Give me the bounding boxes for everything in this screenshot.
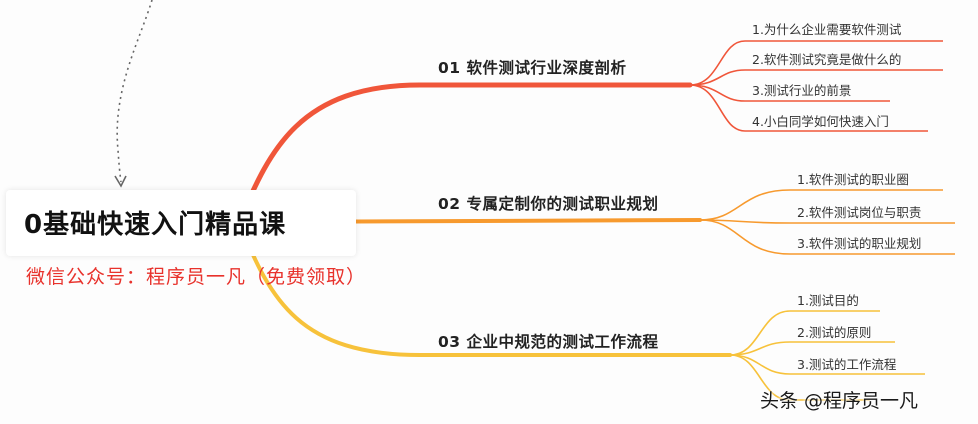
branch-2-leaf-2: 2.软件测试岗位与职责 <box>797 205 922 220</box>
branch-2-leaf-1: 1.软件测试的职业圈 <box>797 172 909 187</box>
branch-3-leaf-connectors <box>729 310 925 401</box>
branch-1-leaf-4: 4.小白同学如何快速入门 <box>752 114 889 129</box>
watermark: 头条 @程序员一凡 <box>760 390 919 412</box>
branch-3-leaf-1: 1.测试目的 <box>797 293 859 308</box>
branch-2-leaf-3: 3.软件测试的职业规划 <box>797 236 922 251</box>
branch-1-leaf-2: 2.软件测试究竟是做什么的 <box>752 52 902 67</box>
root-subtitle: 微信公众号：程序员一凡（免费领取） <box>26 266 367 288</box>
dotted-arrow-head-icon <box>114 175 127 188</box>
branch-3-leaf-2: 2.测试的原则 <box>797 325 872 340</box>
branch-2-leaf-connectors <box>699 189 955 255</box>
branch-2-label: 02 专属定制你的测试职业规划 <box>438 195 659 213</box>
branch-1-leaf-1: 1.为什么企业需要软件测试 <box>752 22 902 37</box>
branch-3-label: 03 企业中规范的测试工作流程 <box>438 333 659 351</box>
dotted-connector <box>116 0 153 183</box>
root-title: 0基础快速入门精品课 <box>24 210 287 240</box>
branch-3-leaf-3: 3.测试的工作流程 <box>797 357 897 372</box>
branch-1-leaf-3: 3.测试行业的前景 <box>752 83 852 98</box>
root-node <box>6 190 356 256</box>
branch-1-label: 01 软件测试行业深度剖析 <box>438 59 627 77</box>
branch-1-leaf-connectors <box>689 40 943 132</box>
